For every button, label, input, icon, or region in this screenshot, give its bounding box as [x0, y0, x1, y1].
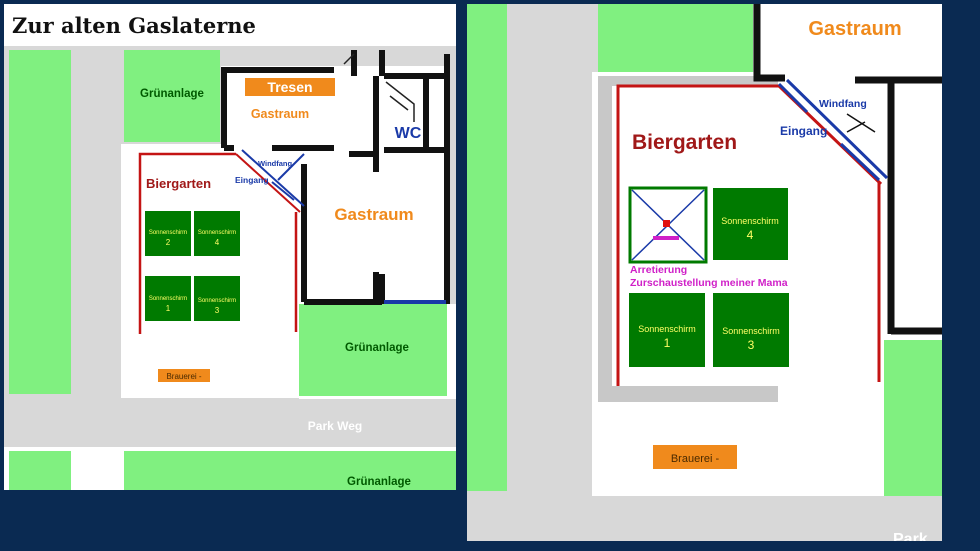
brauerei-box	[158, 369, 210, 382]
floor-plan-zoom: Gastraum Windfang Eingang Biergarten Arr…	[467, 4, 942, 541]
label-eingang: Eingang	[235, 175, 269, 185]
svg-text:3: 3	[748, 338, 755, 352]
svg-text:Sonnenschirm: Sonnenschirm	[149, 230, 187, 236]
svg-text:Sonnenschirm: Sonnenschirm	[198, 298, 236, 304]
label-gastraum-small: Gastraum	[251, 107, 309, 121]
umbrella-1: Sonnenschirm 1	[629, 293, 705, 367]
umbrella-3: Sonnenschirm 3	[713, 293, 789, 367]
label-tresen: Tresen	[267, 79, 312, 95]
park-road	[467, 496, 942, 541]
biergarten-fence	[138, 152, 236, 334]
green-area-bottom-left	[9, 451, 71, 490]
umbrella-4: Sonnenschirm 4	[194, 211, 240, 256]
svg-text:1: 1	[664, 336, 671, 350]
stair-lines	[343, 53, 415, 122]
label-biergarten: Biergarten	[632, 131, 737, 154]
plan-title: Zur alten Gaslaterne	[12, 13, 256, 38]
green-area-bottom	[124, 451, 456, 490]
green-area-right	[884, 340, 942, 496]
label-windfang: Windfang	[258, 159, 293, 168]
label-eingang: Eingang	[780, 124, 827, 138]
overview-map: Zur alten Gaslaterne Grünanlage Tresen G…	[4, 13, 456, 490]
biergarten-fence	[616, 84, 779, 386]
building-walls	[753, 4, 942, 335]
label-gastraum: Gastraum	[808, 18, 901, 40]
green-area-left-strip	[9, 50, 71, 394]
green-area-top	[598, 4, 753, 72]
green-area-left-strip	[467, 4, 507, 491]
svg-text:4: 4	[215, 238, 220, 247]
zoom-map: Gastraum Windfang Eingang Biergarten Arr…	[467, 4, 942, 541]
window-blue	[384, 300, 446, 304]
umbrella-4: Sonnenschirm 4	[713, 188, 788, 260]
label-arretierung: Arretierung	[630, 264, 687, 276]
svg-text:Sonnenschirm: Sonnenschirm	[721, 216, 779, 226]
brauerei-box	[653, 445, 737, 469]
tresen-box	[245, 78, 335, 96]
wall-stub	[377, 274, 385, 304]
entrance-lines	[777, 78, 889, 186]
park-weg-road	[4, 399, 456, 447]
arretierung-box	[628, 186, 708, 264]
umbrella-2: Sonnenschirm 2	[145, 211, 191, 256]
label-brauerei: Brauerei -	[671, 453, 720, 465]
building-top	[755, 4, 942, 76]
label-wc: WC	[395, 125, 422, 142]
green-area-top	[124, 50, 220, 142]
label-windfang: Windfang	[819, 98, 867, 110]
svg-text:Sonnenschirm: Sonnenschirm	[722, 326, 780, 336]
label-gruenanlage-top: Grünanlage	[140, 88, 204, 100]
label-biergarten: Biergarten	[146, 176, 211, 191]
label-brauerei: Brauerei -	[166, 372, 201, 381]
label-gruenanlage-bottom: Grünanlage	[347, 476, 411, 488]
building-side	[889, 84, 942, 334]
svg-text:Sonnenschirm: Sonnenschirm	[198, 230, 236, 236]
umbrella-3: Sonnenschirm 3	[194, 276, 240, 321]
entrance-lines	[235, 149, 305, 213]
svg-text:2: 2	[166, 238, 171, 247]
svg-text:4: 4	[747, 228, 754, 242]
green-area-mid	[299, 304, 447, 396]
svg-text:Sonnenschirm: Sonnenschirm	[149, 296, 187, 302]
svg-text:1: 1	[166, 304, 171, 313]
label-gruenanlage-mid: Grünanlage	[345, 342, 409, 354]
label-gastraum-large: Gastraum	[334, 205, 413, 224]
umbrella-1: Sonnenschirm 1	[145, 276, 191, 321]
label-park-weg: Park Weg	[308, 419, 362, 433]
label-zurschaustellung: Zurschaustellung meiner Mama	[630, 277, 788, 289]
floor-plan-overview: Zur alten Gaslaterne Grünanlage Tresen G…	[4, 4, 456, 490]
svg-text:Sonnenschirm: Sonnenschirm	[638, 324, 696, 334]
building	[221, 66, 449, 304]
label-park: Park	[893, 531, 928, 541]
svg-text:3: 3	[215, 306, 220, 315]
building-walls	[221, 50, 450, 305]
